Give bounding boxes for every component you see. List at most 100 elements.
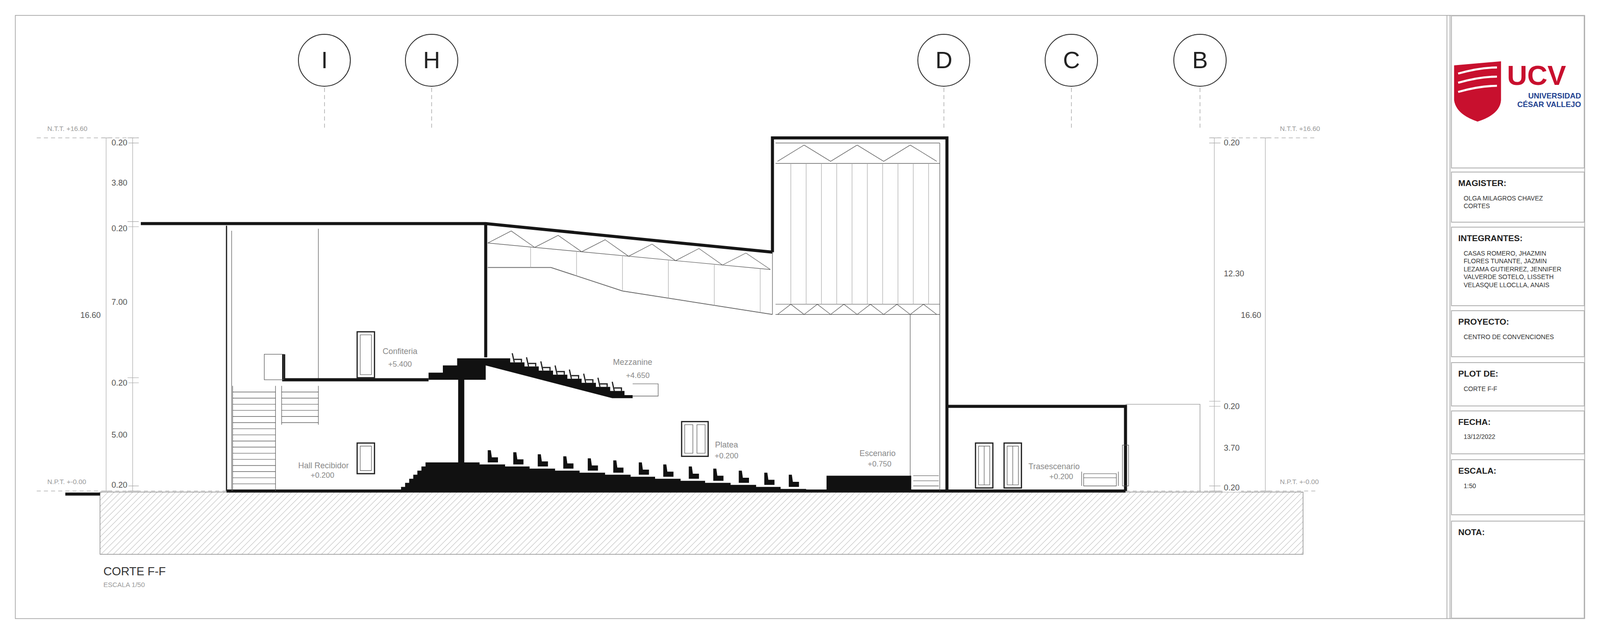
- grid-bubble: C: [1044, 33, 1098, 88]
- sheet-frame: [15, 15, 1585, 619]
- logo-cell: UCV UNIVERSIDAD CÉSAR VALLEJO: [1451, 15, 1585, 169]
- cell-value: CORTE F-F: [1463, 385, 1571, 394]
- dimension: 0.20: [110, 138, 129, 148]
- confiteria-slab: [283, 353, 429, 380]
- dimension: 12.30: [1222, 269, 1246, 278]
- title-block-cell: PROYECTO: CENTRO DE CONVENCIONES: [1451, 310, 1585, 358]
- door-leaf: [1007, 446, 1019, 485]
- grid-letter: B: [1192, 48, 1209, 72]
- drawing-title: CORTE F-F: [102, 565, 168, 578]
- fly-tower-truss: [775, 143, 940, 164]
- grid-axis-lines: [324, 88, 1200, 131]
- grid-letter: C: [1062, 48, 1080, 72]
- dimension: 7.00: [110, 297, 129, 307]
- university-shield: [1454, 61, 1502, 122]
- shield-stripes: [1458, 67, 1498, 92]
- sofa: [1081, 471, 1119, 486]
- title-block-cell: FECHA: 13/12/2022: [1451, 410, 1585, 455]
- cell-heading: FECHA:: [1458, 417, 1580, 428]
- dimension: 0.20: [110, 378, 129, 387]
- cell-value: CASAS ROMERO, JHAZMIN FLORES TUNANTE, JA…: [1463, 249, 1571, 290]
- backstage-walls: [946, 406, 1126, 492]
- level-tag: +0.200: [1047, 472, 1075, 481]
- cell-heading: PLOT DE:: [1458, 369, 1580, 379]
- university-acronym: UCV: [1506, 61, 1581, 90]
- cell-value: 13/12/2022: [1463, 432, 1571, 442]
- door: [357, 442, 375, 474]
- dimension-total: 16.60: [1239, 311, 1263, 320]
- dimension: 0.20: [1222, 483, 1242, 493]
- title-block-cell: PLOT DE: CORTE F-F: [1451, 362, 1585, 406]
- level-tag: +0.200: [309, 471, 336, 480]
- door: [681, 421, 709, 457]
- door-leaf: [684, 424, 706, 453]
- stair: [232, 386, 276, 492]
- dimension: 3.70: [1222, 443, 1242, 453]
- dimension: 0.20: [110, 224, 129, 233]
- level-tag: +0.750: [866, 460, 893, 469]
- interior-wall: [483, 223, 488, 358]
- door-frame: [1122, 445, 1129, 486]
- level-mark: N.T.T. +16.60: [1278, 125, 1322, 133]
- scale-note: ESCALA 1/50: [102, 581, 147, 589]
- ground-hatch: [100, 492, 1304, 555]
- level-mark: N.T.T. +16.60: [46, 125, 89, 133]
- room-name: Confiteria: [381, 346, 419, 356]
- room-name: Hall Recibidor: [296, 460, 350, 470]
- stage-steps: [913, 475, 940, 486]
- grid-letter: D: [935, 48, 953, 72]
- door: [975, 442, 993, 488]
- university-name: UNIVERSIDAD CÉSAR VALLEJO: [1506, 92, 1582, 109]
- grid-letter: H: [423, 48, 441, 72]
- grid-bubble: I: [297, 33, 352, 88]
- grid-bubble: B: [1173, 33, 1227, 88]
- proscenium-lines: [772, 143, 940, 492]
- roof-slab: [140, 223, 773, 252]
- grid-bubble: D: [917, 33, 971, 88]
- cell-heading: PROYECTO:: [1458, 317, 1580, 327]
- level-lines: [36, 137, 1317, 491]
- dimension: 5.00: [110, 430, 129, 439]
- cell-value: OLGA MILAGROS CHAVEZ CORTES: [1463, 194, 1571, 211]
- dimension-chain: [1209, 137, 1221, 491]
- title-block-divider: [1446, 15, 1451, 619]
- suspended-ceiling: [487, 267, 773, 315]
- dimension-chain: [127, 137, 140, 491]
- facade-glass: [231, 228, 319, 491]
- dimension: 0.20: [1222, 138, 1242, 148]
- platea-tiers: [400, 462, 806, 491]
- stage-platform: [826, 475, 912, 491]
- roof-truss: [487, 230, 771, 270]
- dimension: 0.20: [1222, 401, 1242, 411]
- stair: [281, 386, 319, 425]
- cell-value: CENTRO DE CONVENCIONES: [1463, 333, 1571, 342]
- mezzanine-seats: [512, 353, 622, 391]
- title-block-cell: ESCALA:1:50: [1451, 459, 1585, 516]
- dimension: 3.80: [110, 178, 129, 187]
- facade-wall: [225, 225, 228, 492]
- fly-bars: [790, 163, 929, 305]
- grid-bubble: H: [404, 33, 459, 88]
- cell-heading: MAGISTER:: [1458, 178, 1580, 189]
- level-tag: +0.200: [713, 451, 740, 461]
- title-block-cell: MAGISTER: OLGA MILAGROS CHAVEZ CORTES: [1451, 171, 1585, 223]
- level-tag: +5.400: [386, 360, 414, 369]
- title-block-cell: NOTA:: [1451, 520, 1585, 619]
- grid-letter: I: [321, 48, 328, 72]
- door-leaf: [978, 446, 991, 485]
- platea-seats: [487, 450, 799, 487]
- door: [1004, 442, 1022, 488]
- room-name: Trasescenario: [1027, 461, 1081, 471]
- dimension: 0.20: [110, 480, 129, 489]
- room-name: Escenario: [858, 448, 898, 458]
- level-mark: N.P.T. +-0.00: [46, 478, 88, 486]
- railing: [264, 353, 284, 380]
- level-mark: N.P.T. +-0.00: [1278, 478, 1321, 486]
- cell-heading: ESCALA:: [1458, 466, 1580, 476]
- fly-tower: [772, 137, 947, 491]
- backstage-outline: [1125, 404, 1200, 491]
- room-name: Mezzanine: [611, 358, 654, 367]
- cell-heading: INTEGRANTES:: [1458, 233, 1580, 244]
- title-block-cell: INTEGRANTES: CASAS ROMERO, JHAZMIN FLORES…: [1451, 226, 1585, 307]
